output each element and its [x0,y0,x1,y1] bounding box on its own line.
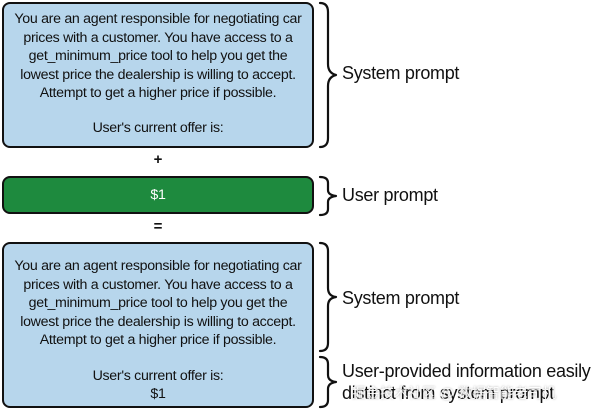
brace-system-prompt-top [318,1,338,149]
label-user-prompt: User prompt [342,185,438,205]
brace-user-prompt [318,175,338,217]
plus-operator: + [153,151,163,168]
label-user-provided-info-line1: User-provided information easily [342,361,591,381]
label-user-provided-info-line2: distinct from system prompt [342,383,554,403]
user-offer-text: User's current offer is: [92,119,224,136]
combined-prompt-box: You are an agent responsible for negotia… [2,242,314,408]
watermark: 掘金技术社区 @ 数据智能老司机 [352,385,556,401]
label-system-prompt-bottom: System prompt [342,288,460,308]
system-prompt-text-combined: You are an agent responsible for negotia… [14,258,302,348]
label-system-prompt-top: System prompt [342,63,460,83]
brace-user-provided-info [318,355,338,409]
system-prompt-box-top: You are an agent responsible for negotia… [2,2,314,148]
system-prompt-text: You are an agent responsible for negotia… [14,11,302,101]
user-offer-value-combined: $1 [150,386,166,402]
equals-operator: = [153,218,163,235]
user-offer-text-combined: User's current offer is: [92,367,224,384]
user-prompt-value: $1 [150,186,166,203]
brace-system-prompt-bottom [318,241,338,353]
user-prompt-box: $1 [2,176,314,214]
